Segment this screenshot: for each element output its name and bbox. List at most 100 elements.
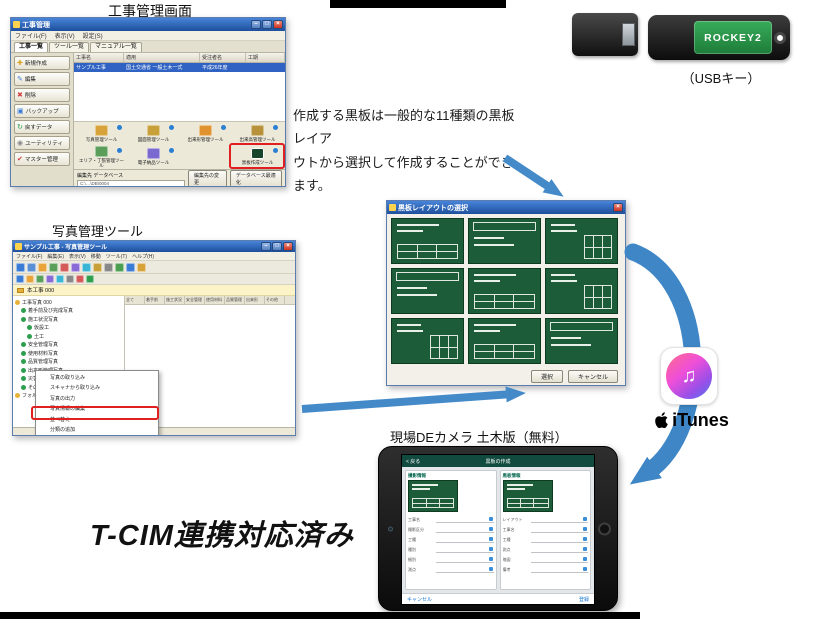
form-field-row[interactable]: 種別 (408, 544, 494, 553)
toolbar-icon[interactable] (38, 262, 47, 272)
toolbar-icon[interactable] (16, 275, 24, 283)
sidebar-button[interactable]: ◉ ユーティリティ (14, 136, 70, 150)
blackboard-preview[interactable] (502, 480, 553, 512)
blackboard-thumbnail[interactable] (468, 318, 541, 364)
column-header[interactable]: 受注者名 (200, 53, 246, 62)
list-column-header[interactable]: 施工状況 (165, 296, 185, 304)
close-button[interactable]: × (283, 242, 293, 251)
context-menu-item[interactable]: 分類の追加 (50, 427, 76, 434)
toolbar-icon[interactable] (76, 275, 84, 283)
toolbar-icon[interactable] (49, 262, 58, 272)
field-input[interactable] (530, 556, 588, 563)
field-input[interactable] (436, 556, 494, 563)
context-menu-item[interactable]: 写真情報の編集 (50, 406, 86, 413)
help-badge-icon[interactable] (273, 125, 278, 130)
form-field-row[interactable]: 略図 (503, 554, 588, 563)
field-input[interactable] (530, 546, 588, 553)
field-input[interactable] (436, 536, 494, 543)
photo-menubar[interactable]: ファイル(F) 編集(E) 表示(V) 移動 ツール(T) ヘルプ(H) (13, 252, 295, 261)
sidebar-button[interactable]: ✎ 編集 (14, 72, 70, 86)
tree-item[interactable]: 土工 (13, 332, 124, 341)
photo-titlebar[interactable]: サンプル工事 - 写真管理ツール – □ × (13, 241, 295, 252)
help-badge-icon[interactable] (117, 148, 122, 153)
form-field-row[interactable]: 備考 (503, 564, 588, 573)
tab[interactable]: マニュアル一覧 (90, 42, 142, 52)
toolbar-icon[interactable] (66, 275, 74, 283)
sidebar-button[interactable]: ✖ 削除 (14, 88, 70, 102)
tool-tile[interactable]: 写真管理ツール (76, 123, 127, 145)
maximize-button[interactable]: □ (272, 242, 282, 251)
field-input[interactable] (530, 516, 588, 523)
toolbar-icon[interactable] (26, 275, 34, 283)
blackboard-thumbnail[interactable] (545, 268, 618, 314)
form-field-row[interactable]: 工種 (503, 534, 588, 543)
form-field-row[interactable]: 測点 (503, 544, 588, 553)
toolbar-icon[interactable] (82, 262, 91, 272)
tablet-home-button[interactable] (598, 522, 611, 535)
list-column-header[interactable]: 着手前 (145, 296, 165, 304)
back-button[interactable]: < 戻る (406, 458, 421, 465)
toolbar-icon[interactable] (86, 275, 94, 283)
tool-tile[interactable]: 黒板作成ツール (232, 146, 283, 168)
form-field-row[interactable]: 工種 (408, 534, 494, 543)
form-field-row[interactable]: レイアウト (503, 514, 588, 523)
list-column-header[interactable]: 出来形 (245, 296, 265, 304)
toolbar-icon[interactable] (137, 262, 146, 272)
toolbar-icon[interactable] (71, 262, 80, 272)
field-input[interactable] (436, 546, 494, 553)
column-header[interactable]: 工期 (246, 53, 285, 62)
help-badge-icon[interactable] (169, 125, 174, 130)
field-input[interactable] (436, 516, 494, 523)
help-badge-icon[interactable] (221, 125, 226, 130)
context-menu-item[interactable]: スキャナから取り込み (50, 385, 101, 392)
blackboard-thumbnail[interactable] (391, 318, 464, 364)
tree-item[interactable]: 施工状況写真 (13, 315, 124, 324)
tool-tile[interactable]: 出来形管理ツール (180, 123, 231, 145)
register-link[interactable]: 登録 (578, 596, 589, 603)
menu-item[interactable]: 表示(V) (54, 34, 75, 40)
tree-item[interactable]: 仮設工 (13, 324, 124, 333)
toolbar-icon[interactable] (60, 262, 69, 272)
toolbar-icon[interactable] (27, 262, 36, 272)
blackboard-thumbnail[interactable] (545, 218, 618, 264)
close-button[interactable]: × (613, 203, 623, 212)
toolbar-icon[interactable] (126, 262, 135, 272)
form-field-row[interactable]: 細別 (408, 554, 494, 563)
maximize-button[interactable]: □ (262, 20, 272, 29)
help-badge-icon[interactable] (169, 148, 174, 153)
tree-item[interactable]: 着手前及び完成写真 (13, 307, 124, 316)
field-input[interactable] (530, 526, 588, 533)
context-menu-item[interactable]: 写真の出力 (50, 395, 76, 402)
form-field-row[interactable]: 工事名 (503, 524, 588, 533)
sidebar-button[interactable]: ▣ バックアップ (14, 104, 70, 118)
list-column-header[interactable]: 使用材料 (205, 296, 225, 304)
tab[interactable]: 工事一覧 (14, 42, 49, 52)
field-input[interactable] (530, 566, 588, 573)
cancel-link[interactable]: キャンセル (407, 596, 433, 603)
change-destination-button[interactable]: 編集先の変更 (188, 170, 227, 186)
kanri-titlebar[interactable]: 工事管理 – □ × (11, 18, 285, 31)
column-header[interactable]: 工事名 (74, 53, 124, 62)
menu-item[interactable]: ファイル(F) (15, 34, 47, 40)
toolbar-icon[interactable] (56, 275, 64, 283)
menu-item[interactable]: 設定(S) (82, 34, 103, 40)
tree-item[interactable]: 安全管理写真 (13, 341, 124, 350)
form-field-row[interactable]: 測点 (408, 564, 494, 573)
project-strip[interactable]: 本工事 000 (13, 285, 295, 296)
blackboard-preview[interactable] (408, 480, 458, 512)
minimize-button[interactable]: – (261, 242, 271, 251)
field-input[interactable] (436, 526, 494, 533)
sidebar-button[interactable]: ✔ マスター管理 (14, 152, 70, 166)
toolbar-icon[interactable] (93, 262, 102, 272)
sidebar-button[interactable]: ✚ 新規作成 (14, 56, 70, 70)
board-titlebar[interactable]: 黒板レイアウトの選択 × (387, 201, 625, 214)
optimize-database-button[interactable]: データベース最適化 (229, 170, 282, 186)
tool-tile[interactable]: 電子納品ツール (128, 146, 179, 168)
toolbar-icon[interactable] (104, 262, 113, 272)
toolbar-icon[interactable] (36, 275, 44, 283)
list-column-header[interactable]: その他 (265, 296, 285, 304)
form-field-row[interactable]: 工事名 (408, 514, 494, 523)
tree-item[interactable]: 工事写真 000 (13, 298, 124, 307)
blackboard-thumbnail[interactable] (391, 218, 464, 264)
selected-project-row[interactable]: サンプル工事国土交通省 一般土木一式平成26年度 (74, 63, 285, 72)
